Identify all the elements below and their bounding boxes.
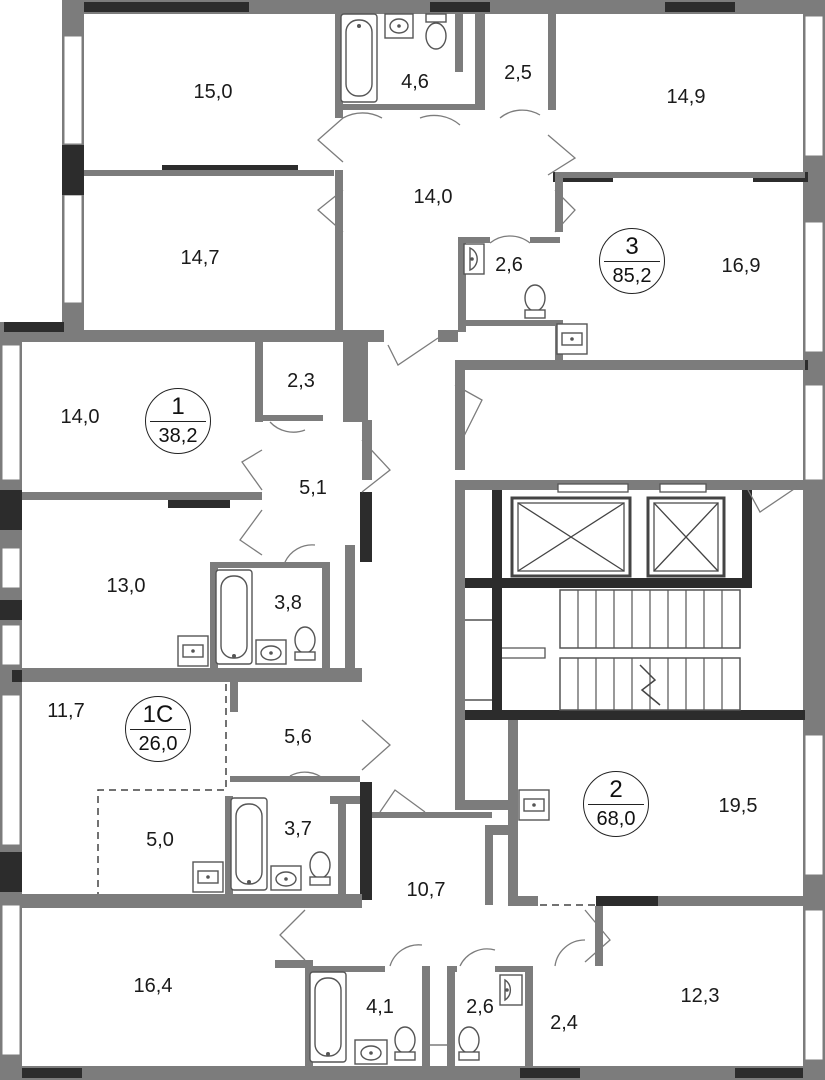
room-area-label: 16,4 — [133, 975, 173, 997]
room-area-label: 14,0 — [413, 186, 453, 208]
apartment-area: 26,0 — [138, 733, 178, 755]
bathtub-icon — [230, 797, 268, 891]
room-area-label: 2,6 — [466, 996, 494, 1018]
elevator-icon — [510, 483, 726, 578]
room-area-label: 14,0 — [60, 406, 100, 428]
room-area-label: 14,7 — [180, 247, 220, 269]
room-area-label: 12,3 — [680, 985, 720, 1007]
interior-walls — [22, 14, 805, 1066]
sink-icon — [518, 789, 550, 821]
apartment-number: 2 — [609, 776, 623, 803]
sink-icon — [354, 1039, 388, 1065]
sink-icon — [270, 865, 302, 891]
room-area-label: 2,4 — [550, 1012, 578, 1034]
apartment-area: 38,2 — [158, 425, 198, 447]
room-area-label: 2,5 — [504, 62, 532, 84]
apartment-number: 1 — [171, 393, 185, 420]
room-area-label: 3,8 — [274, 592, 302, 614]
apartment-badge: 1 38,2 — [145, 388, 211, 454]
windows — [1, 15, 824, 1061]
apartment-number: 3 — [625, 233, 639, 260]
room-area-label: 5,6 — [284, 726, 312, 748]
sink-icon — [384, 13, 414, 39]
bathtub-icon — [340, 13, 378, 103]
room-area-label: 19,5 — [718, 795, 758, 817]
toilet-icon — [524, 284, 546, 319]
plumbing-fixtures — [177, 13, 588, 1065]
room-area-label: 2,6 — [495, 254, 523, 276]
room-area-label: 5,1 — [299, 477, 327, 499]
doors — [239, 109, 801, 1051]
sink-icon — [192, 861, 224, 893]
apartment-badge: 1С 26,0 — [125, 696, 191, 762]
room-area-label: 4,1 — [366, 996, 394, 1018]
room-area-label: 14,9 — [666, 86, 706, 108]
apartment-area: 68,0 — [596, 808, 636, 830]
toilet-icon — [458, 1026, 480, 1061]
toilet-icon — [294, 626, 316, 661]
bathtub-icon — [215, 569, 253, 665]
sink-icon — [499, 974, 523, 1006]
sink-icon — [463, 243, 485, 275]
structural-accents — [0, 2, 808, 1078]
room-area-label: 11,7 — [47, 700, 85, 722]
badge-divider — [150, 421, 206, 422]
apartment-area: 85,2 — [612, 265, 652, 287]
badge-divider — [604, 261, 660, 262]
badge-divider — [130, 729, 186, 730]
room-area-label: 2,3 — [287, 370, 315, 392]
room-area-label: 5,0 — [146, 829, 174, 851]
bathtub-icon — [309, 971, 347, 1063]
room-area-label: 10,7 — [406, 879, 446, 901]
badge-divider — [588, 804, 644, 805]
sink-icon — [177, 635, 209, 667]
toilet-icon — [309, 851, 331, 886]
sink-icon — [556, 323, 588, 355]
room-area-label: 15,0 — [193, 81, 233, 103]
room-area-label: 3,7 — [284, 818, 312, 840]
toilet-icon — [394, 1026, 416, 1061]
toilet-icon — [425, 13, 447, 50]
stairs-icon — [465, 589, 741, 711]
room-area-label: 13,0 — [106, 575, 146, 597]
apartment-number: 1С — [142, 701, 174, 728]
apartment-badge: 3 85,2 — [599, 228, 665, 294]
room-area-label: 16,9 — [721, 255, 761, 277]
room-area-label: 4,6 — [401, 71, 429, 93]
dashed-boundaries — [97, 684, 596, 906]
sink-icon — [255, 639, 287, 665]
apartment-badge: 2 68,0 — [583, 771, 649, 837]
